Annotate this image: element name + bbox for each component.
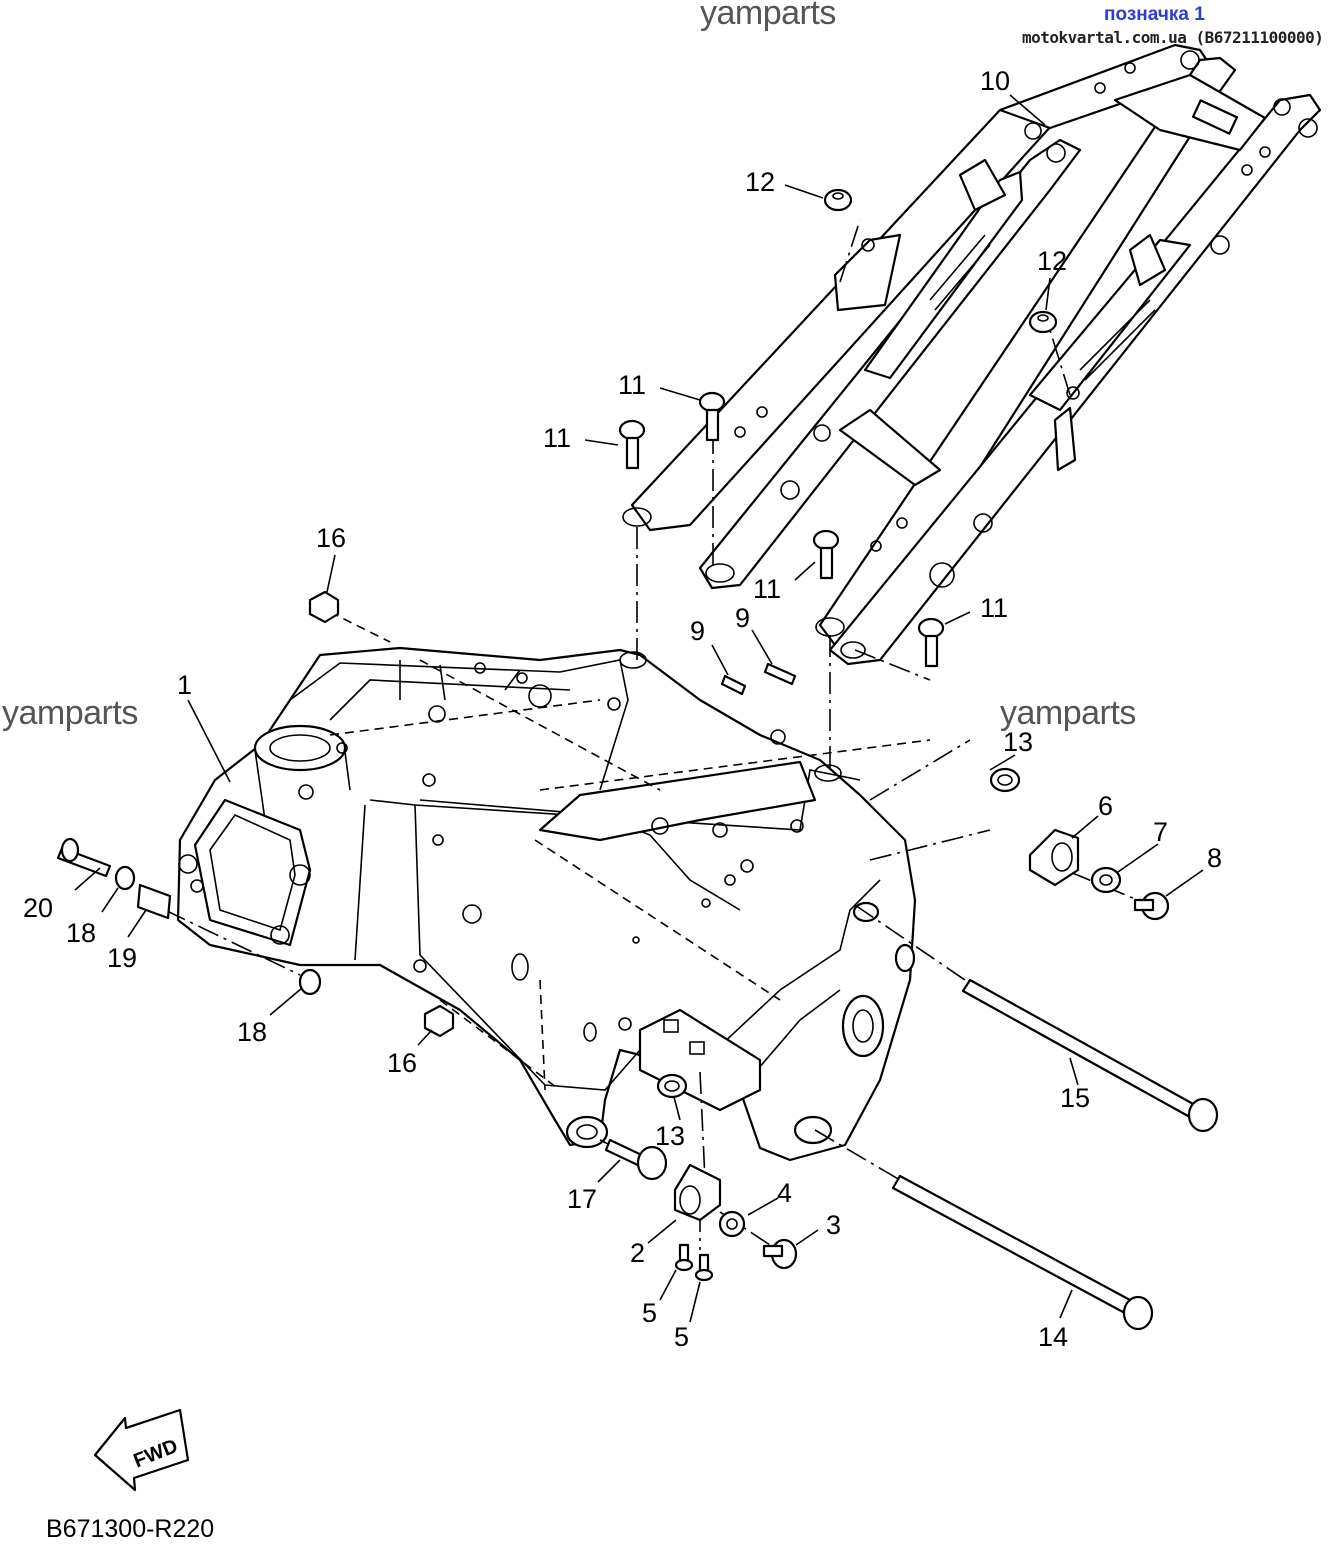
callout-9a: 9 [690, 616, 705, 646]
reference-label: позначка 1 [1104, 4, 1205, 25]
callout-10: 10 [980, 66, 1010, 96]
callout-11b: 11 [543, 423, 571, 453]
assembly-lines [164, 219, 1146, 1250]
callout-12a: 12 [745, 167, 775, 197]
callout-5a: 5 [642, 1298, 657, 1328]
callout-9b: 9 [735, 603, 750, 633]
watermark: yamparts [1000, 694, 1136, 732]
rear-subframe [622, 43, 1322, 666]
callout-numbers: 1 2 3 4 5 5 6 7 8 9 9 10 11 11 11 11 12 … [23, 66, 1222, 1352]
callout-14: 14 [1038, 1322, 1068, 1352]
callout-2: 2 [630, 1238, 645, 1268]
callout-15: 15 [1060, 1083, 1090, 1113]
callout-12b: 12 [1037, 246, 1067, 276]
callout-11c: 11 [753, 574, 781, 604]
forward-arrow-icon: FWD [93, 1408, 190, 1492]
callout-6: 6 [1098, 791, 1113, 821]
watermark: yamparts [2, 694, 138, 732]
callout-13b: 13 [655, 1121, 685, 1151]
callout-1: 1 [177, 670, 192, 700]
callout-7: 7 [1153, 817, 1168, 847]
callout-16b: 16 [387, 1048, 417, 1078]
callout-18b: 18 [237, 1017, 267, 1047]
callout-19: 19 [107, 943, 137, 973]
callout-20: 20 [23, 893, 53, 923]
diagram-code: B671300-R220 [46, 1515, 215, 1543]
callout-8: 8 [1207, 843, 1222, 873]
watermark: yamparts [700, 0, 836, 32]
callout-13a: 13 [1003, 727, 1033, 757]
callout-17: 17 [567, 1184, 597, 1214]
callout-11d: 11 [980, 593, 1008, 623]
callout-5b: 5 [674, 1322, 689, 1352]
callout-3: 3 [826, 1210, 841, 1240]
source-site-label: motokvartal.com.ua (B67211100000) [1022, 28, 1324, 47]
callout-16a: 16 [316, 523, 346, 553]
fasteners [56, 188, 1219, 1331]
callout-leaders [74, 94, 1204, 1323]
main-frame [176, 646, 917, 1162]
callout-11a: 11 [618, 370, 646, 400]
callout-18a: 18 [66, 918, 96, 948]
callout-4: 4 [777, 1178, 792, 1208]
